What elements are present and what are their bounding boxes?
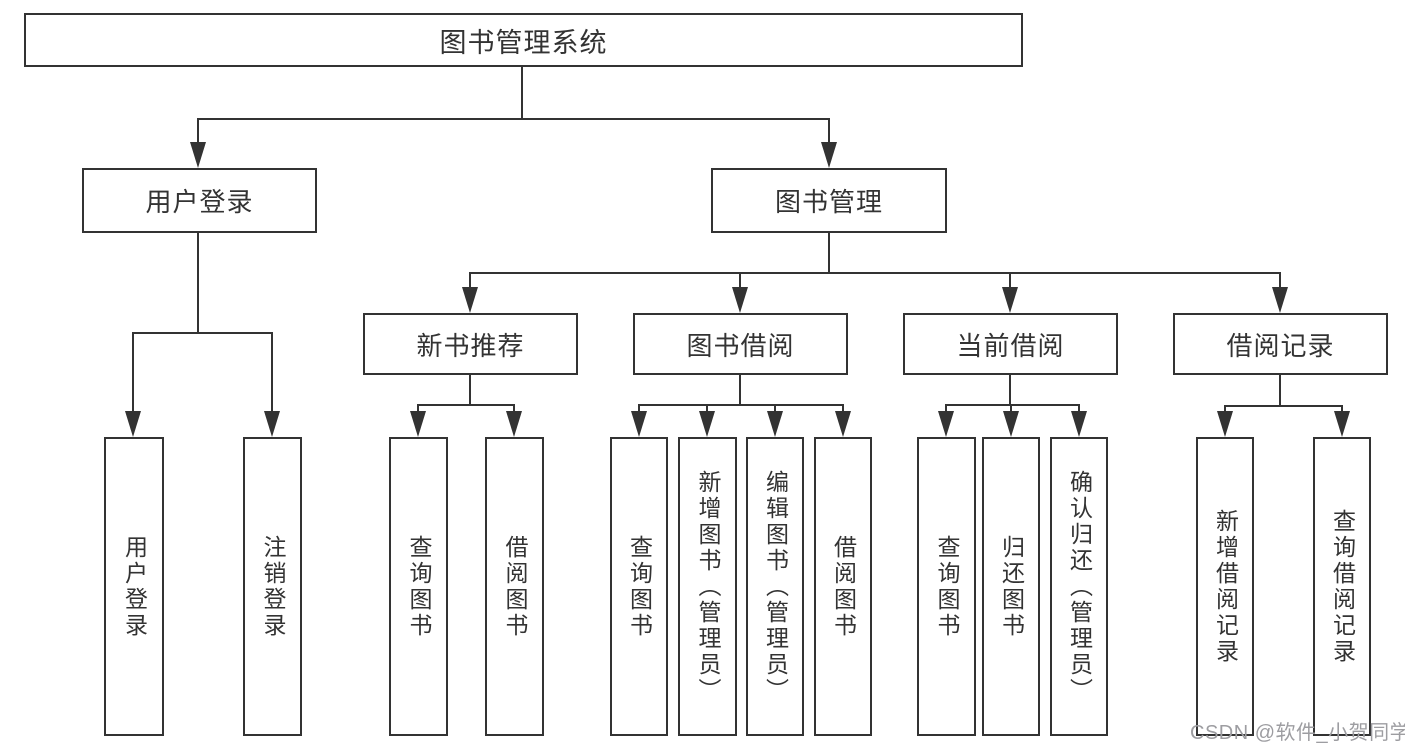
leaf-newbooks-borrow-label: 借阅图书 — [502, 534, 528, 639]
arrow-down-icon — [835, 411, 851, 437]
leaf-user-login: 用户登录 — [104, 437, 164, 736]
connector-current-borrow-horizontal — [945, 404, 1080, 406]
connector-stub-book-borrow — [739, 272, 741, 290]
leaf-bookborrow-query-label: 查询图书 — [626, 534, 653, 639]
arrow-down-icon — [1334, 411, 1350, 437]
node-new-books-label: 新书推荐 — [416, 330, 525, 361]
leaf-bookborrow-borrow-label: 借阅图书 — [830, 534, 857, 639]
node-book-borrow-label: 图书借阅 — [686, 330, 795, 361]
connector-stub-new-books — [469, 272, 471, 290]
connector-stub — [417, 404, 419, 413]
connector-stub-user-login — [197, 118, 199, 146]
arrow-down-icon — [125, 411, 141, 437]
connector-stub-book-mgmt — [828, 118, 830, 146]
arrow-down-icon — [938, 411, 954, 437]
leaf-user-login-label: 用户登录 — [121, 534, 148, 639]
node-user-login-label: 用户登录 — [145, 187, 254, 217]
connector-book-mgmt-horizontal — [469, 272, 1281, 274]
connector-root-horizontal — [198, 118, 830, 120]
connector-stub-leaf-logout — [271, 332, 273, 414]
connector-user-login-vertical — [197, 233, 199, 334]
node-borrow-records: 借阅记录 — [1173, 313, 1388, 375]
arrow-down-icon — [767, 411, 783, 437]
node-current-borrow: 当前借阅 — [903, 313, 1118, 375]
connector-borrow-records-horizontal — [1224, 405, 1343, 407]
leaf-currentborrow-return: 归还图书 — [982, 437, 1040, 736]
node-book-mgmt-label: 图书管理 — [774, 187, 883, 217]
leaf-records-query: 查询借阅记录 — [1313, 437, 1371, 736]
leaf-currentborrow-query-label: 查询图书 — [934, 534, 960, 639]
arrow-down-icon — [264, 411, 280, 437]
connector-book-mgmt-vertical — [828, 233, 830, 274]
connector-new-books-horizontal — [417, 404, 515, 406]
arrow-down-icon — [699, 411, 715, 437]
connector-stub — [638, 404, 640, 413]
arrow-down-icon — [631, 411, 647, 437]
leaf-currentborrow-confirm-label: 确认归还（管理员） — [1066, 469, 1093, 704]
connector-stub — [842, 404, 844, 413]
node-user-login: 用户登录 — [82, 168, 317, 233]
connector-book-borrow-vertical — [739, 375, 741, 406]
connector-stub — [1010, 404, 1012, 413]
arrow-down-icon — [732, 287, 748, 313]
connector-stub — [706, 404, 708, 413]
connector-current-borrow-vertical — [1009, 375, 1011, 406]
arrow-down-icon — [821, 142, 837, 168]
arrow-down-icon — [462, 287, 478, 313]
leaf-logout: 注销登录 — [243, 437, 302, 736]
node-borrow-records-label: 借阅记录 — [1226, 330, 1335, 361]
connector-stub-current-borrow — [1009, 272, 1011, 290]
node-book-borrow: 图书借阅 — [633, 313, 848, 375]
leaf-bookborrow-borrow: 借阅图书 — [814, 437, 872, 736]
connector-book-borrow-horizontal — [638, 404, 844, 406]
connector-stub — [1078, 404, 1080, 413]
leaf-newbooks-query: 查询图书 — [389, 437, 448, 736]
node-root-system: 图书管理系统 — [24, 13, 1023, 67]
arrow-down-icon — [1002, 287, 1018, 313]
connector-borrow-records-vertical — [1279, 375, 1281, 407]
connector-stub — [945, 404, 947, 413]
arrow-down-icon — [190, 142, 206, 168]
arrow-down-icon — [410, 411, 426, 437]
connector-stub-borrow-records — [1279, 272, 1281, 290]
node-current-borrow-label: 当前借阅 — [956, 330, 1065, 361]
connector-stub — [513, 404, 515, 413]
leaf-records-add-label: 新增借阅记录 — [1212, 508, 1239, 665]
connector-stub — [1224, 405, 1226, 413]
leaf-bookborrow-add: 新增图书（管理员） — [678, 437, 737, 736]
connector-root-vertical — [521, 67, 523, 119]
connector-stub — [774, 404, 776, 413]
leaf-currentborrow-confirm: 确认归还（管理员） — [1050, 437, 1108, 736]
watermark: CSDN @软件_小贺同学 — [1190, 722, 1405, 744]
leaf-newbooks-query-label: 查询图书 — [406, 534, 432, 639]
leaf-bookborrow-query: 查询图书 — [610, 437, 668, 736]
arrow-down-icon — [1003, 411, 1019, 437]
leaf-currentborrow-query: 查询图书 — [917, 437, 976, 736]
node-book-mgmt: 图书管理 — [711, 168, 947, 233]
leaf-bookborrow-add-label: 新增图书（管理员） — [695, 469, 721, 704]
leaf-logout-label: 注销登录 — [260, 534, 286, 639]
connector-new-books-vertical — [469, 375, 471, 406]
arrow-down-icon — [506, 411, 522, 437]
leaf-newbooks-borrow: 借阅图书 — [485, 437, 544, 736]
arrow-down-icon — [1071, 411, 1087, 437]
connector-user-login-horizontal — [132, 332, 273, 334]
node-root-label: 图书管理系统 — [439, 27, 608, 58]
arrow-down-icon — [1217, 411, 1233, 437]
leaf-bookborrow-edit: 编辑图书（管理员） — [746, 437, 804, 736]
node-new-books: 新书推荐 — [363, 313, 578, 375]
arrow-down-icon — [1272, 287, 1288, 313]
connector-stub — [1341, 405, 1343, 413]
leaf-records-query-label: 查询借阅记录 — [1329, 508, 1356, 665]
leaf-currentborrow-return-label: 归还图书 — [998, 534, 1025, 639]
leaf-bookborrow-edit-label: 编辑图书（管理员） — [762, 469, 789, 704]
leaf-records-add: 新增借阅记录 — [1196, 437, 1254, 736]
connector-stub-leaf-user-login — [132, 332, 134, 414]
